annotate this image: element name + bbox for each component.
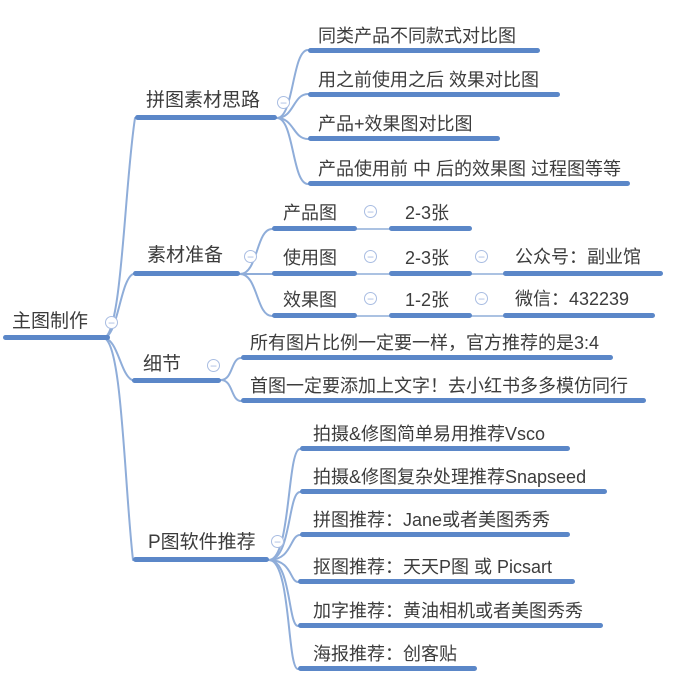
connector-curve [268,534,301,561]
node-usage-image[interactable]: 使用图 [283,248,337,268]
collapse-icon-effect-count[interactable]: − [475,292,488,305]
connector-curve [220,357,242,381]
node-leaf-before-after[interactable]: 用之前使用之后 效果对比图 [318,70,539,90]
node-leaf-process-images[interactable]: 产品使用前 中 后的效果图 过程图等等 [318,159,622,179]
branch-underline [300,532,570,537]
connector-curve [276,93,309,119]
branch-underline [300,446,570,451]
branch-underline [272,313,357,318]
branch-underline [298,579,575,584]
root-underline [3,335,110,340]
node-product-image-count[interactable]: 2-3张 [405,203,450,223]
node-public-account[interactable]: 公众号：副业馆 [515,247,641,267]
connector-curve [268,491,301,561]
node-leaf-first-image-text[interactable]: 首图一定要添加上文字！去小红书多多模仿同行 [250,376,628,396]
node-leaf-text-app[interactable]: 加字推荐：黄油相机或者美图秀秀 [313,601,583,621]
node-wechat-id[interactable]: 微信：432239 [515,289,630,309]
node-leaf-snapseed[interactable]: 拍摄&修图复杂处理推荐Snapseed [313,467,587,487]
branch-underline [133,271,240,276]
collapse-icon-material-prep[interactable]: − [244,250,257,263]
connector-curve [239,228,273,275]
node-leaf-cutout-app[interactable]: 抠图推荐：天天P图 或 Picsart [313,557,553,577]
branch-underline [389,226,472,231]
collapse-icon-root[interactable]: − [105,316,118,329]
branch-underline [298,666,477,671]
branch-underline [241,355,613,360]
collapse-icon-usage-count[interactable]: − [475,250,488,263]
connector-curve [268,559,299,627]
branch-underline [133,557,269,562]
branch-underline [300,489,607,494]
node-leaf-vsco[interactable]: 拍摄&修图简单易用推荐Vsco [313,424,546,444]
collapse-icon-software[interactable]: − [271,535,284,548]
branch-underline [389,313,472,318]
branch-underline [308,48,540,53]
connector-curve [102,337,134,561]
connector-curve [220,379,242,402]
branch-underline [503,271,663,276]
branch-underline [241,398,646,403]
node-effect-image-count[interactable]: 1-2张 [405,290,450,310]
branch-underline [135,115,277,120]
node-root-topic[interactable]: 主图制作 [12,311,89,332]
node-leaf-collage-app[interactable]: 拼图推荐：Jane或者美图秀秀 [313,510,551,530]
connector-curve [268,559,299,670]
node-branch-details[interactable]: 细节 [143,354,182,375]
connector-curve [276,117,309,185]
collapse-icon-details[interactable]: − [207,359,220,372]
branch-underline [272,226,357,231]
node-effect-image[interactable]: 效果图 [283,290,337,310]
collapse-icon-effect-image[interactable]: − [364,292,377,305]
collapse-icon-collage-ideas[interactable]: − [277,96,290,109]
branch-underline [298,623,603,628]
branch-underline [272,271,357,276]
connector-curve [239,273,273,317]
branch-underline [503,313,655,318]
node-branch-software[interactable]: P图软件推荐 [148,532,256,553]
connector-curve [102,117,136,339]
node-usage-image-count[interactable]: 2-3张 [405,248,450,268]
branch-underline [308,136,500,141]
branch-underline [308,181,630,186]
collapse-icon-usage-image[interactable]: − [364,250,377,263]
node-branch-collage-ideas[interactable]: 拼图素材思路 [146,90,261,111]
node-leaf-product-effect[interactable]: 产品+效果图对比图 [318,114,473,134]
node-leaf-ratio-rule[interactable]: 所有图片比例一定要一样，官方推荐的是3:4 [250,333,600,353]
connector-curve [276,49,309,119]
node-product-image[interactable]: 产品图 [283,203,337,223]
branch-underline [389,271,472,276]
node-leaf-poster-app[interactable]: 海报推荐：创客贴 [313,644,457,664]
branch-underline [308,92,560,97]
collapse-icon-product-image[interactable]: − [364,205,377,218]
connector-curve [268,448,301,561]
node-branch-material-prep[interactable]: 素材准备 [147,245,224,266]
branch-underline [132,378,221,383]
node-leaf-compare-styles[interactable]: 同类产品不同款式对比图 [318,26,516,46]
